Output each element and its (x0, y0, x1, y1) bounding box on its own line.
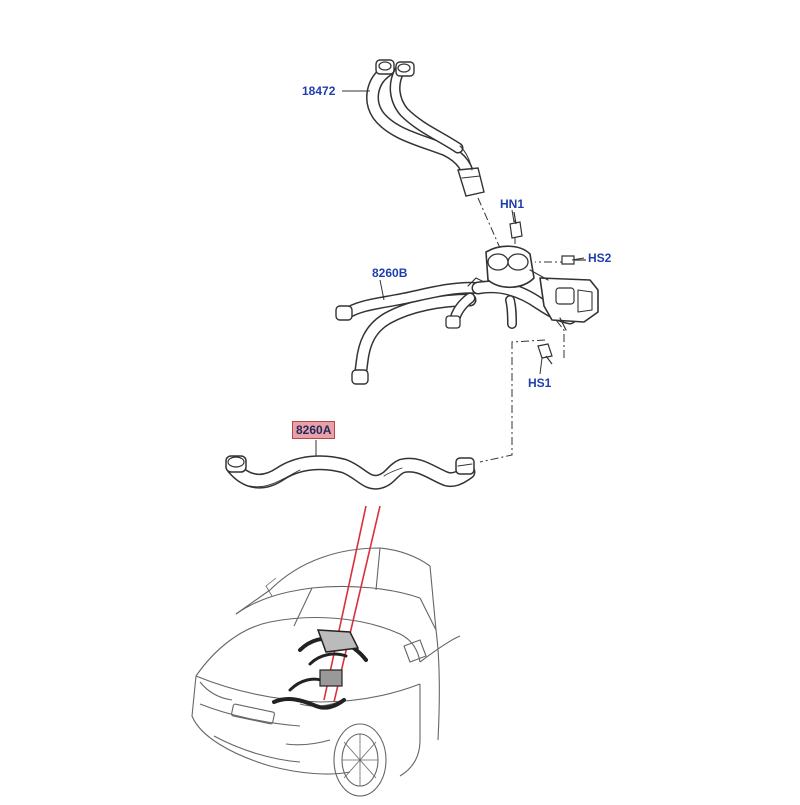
engine-bay-hoses (272, 629, 368, 710)
callout-leaders (315, 90, 585, 456)
label-8260b: 8260B (372, 266, 408, 280)
hose-8260b-assembly (335, 245, 599, 385)
hose-8260a (225, 455, 476, 490)
bolt-hs1 (537, 343, 553, 365)
vehicle-outline (191, 547, 461, 797)
label-hs2: HS2 (588, 251, 612, 265)
label-18472: 18472 (302, 84, 336, 98)
screw-hs2 (561, 255, 586, 265)
hose-18472 (366, 59, 485, 197)
label-hs1: HS1 (528, 376, 552, 390)
location-pointer (323, 505, 381, 703)
dashed-connection-lines (477, 197, 568, 463)
label-8260a-highlighted: 8260A (292, 421, 336, 439)
clip-hn1 (509, 211, 523, 239)
label-hn1: HN1 (500, 197, 525, 211)
